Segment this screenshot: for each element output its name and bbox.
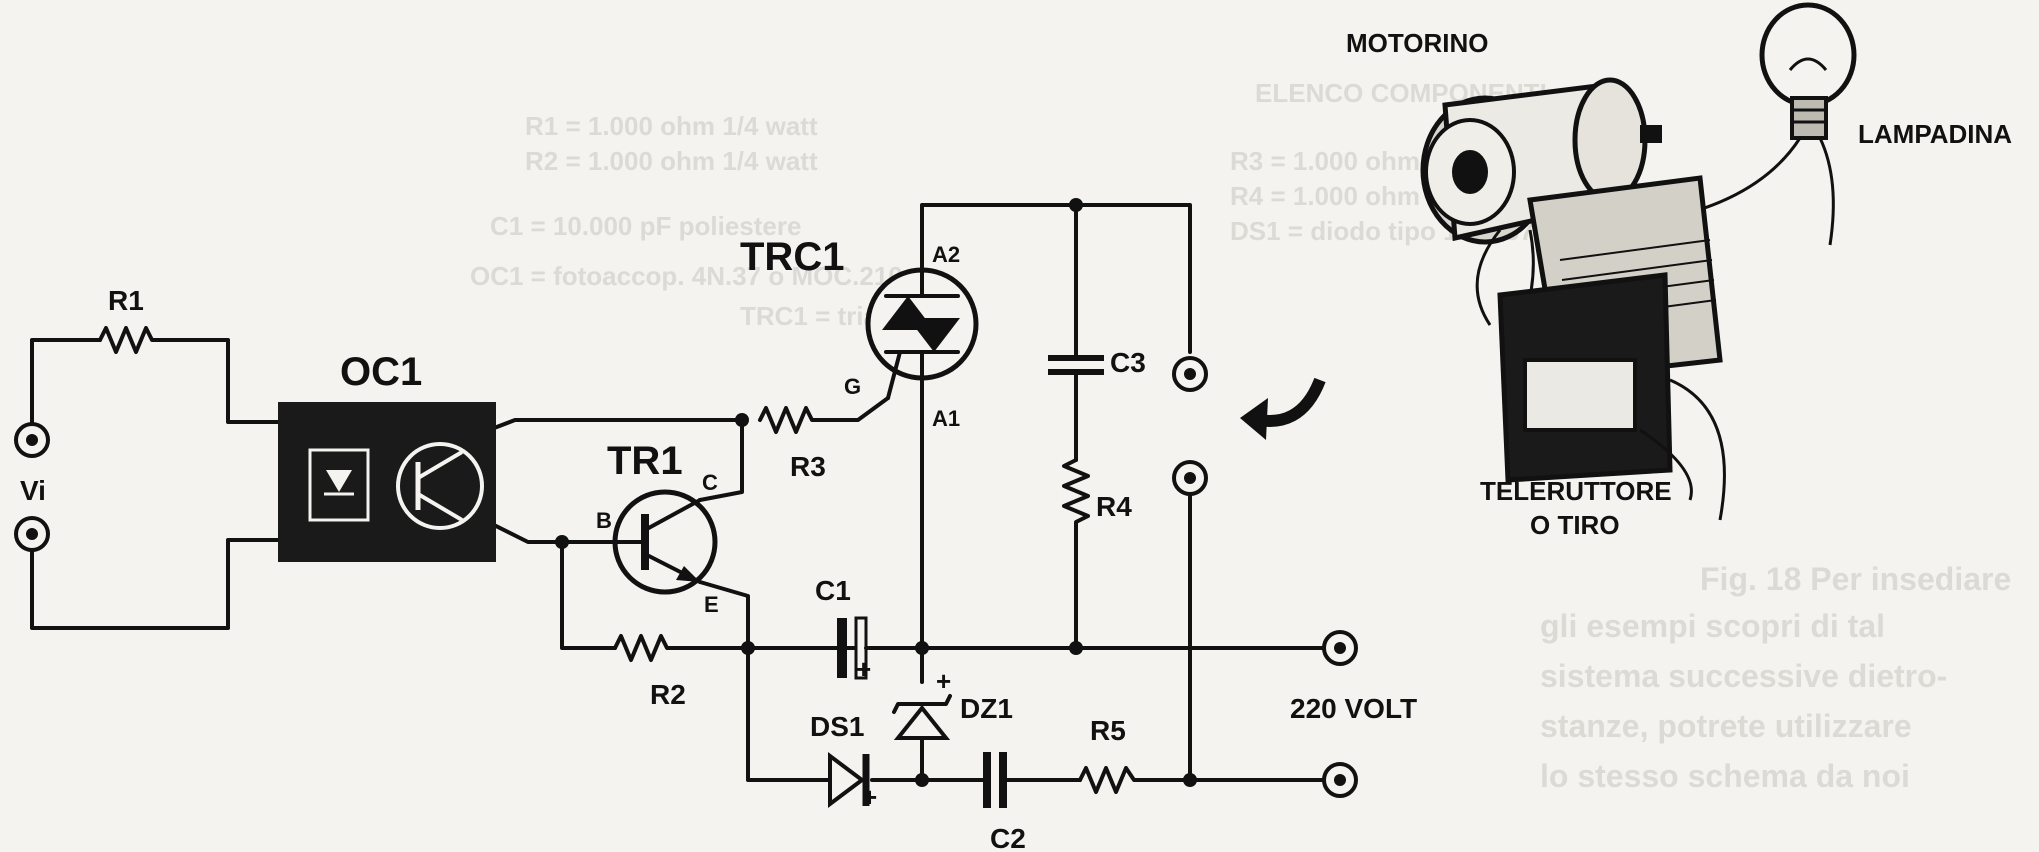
- capacitor-c2: [983, 752, 1007, 808]
- triac-trc1: [865, 267, 979, 400]
- label-c2: C2: [990, 823, 1026, 852]
- junction-dot: [1069, 198, 1083, 212]
- bleed-through-text: ELENCO COMPONENTI R1 = 1.000 ohm 1/4 wat…: [470, 78, 2011, 794]
- bleed-line-9: Fig. 18 Per insediare: [1700, 561, 2011, 597]
- label-r2: R2: [650, 679, 686, 710]
- wire-vi-top: [30, 338, 102, 426]
- bleed-line-2: R2 = 1.000 ohm 1/4 watt: [525, 146, 818, 176]
- label-oc1: OC1: [340, 350, 422, 394]
- wire-oc1-r3: [466, 418, 744, 440]
- label-r1: R1: [108, 285, 144, 316]
- label-pin-g: G: [844, 374, 861, 399]
- capacitor-c1: [820, 616, 874, 680]
- label-pin-b: B: [596, 508, 612, 533]
- arrow-to-load: [1240, 377, 1326, 440]
- junction-dot: [735, 413, 749, 427]
- terminal-220v-top: [1322, 630, 1358, 666]
- wire-top-rail: [920, 203, 1192, 354]
- resistor-r4: [1062, 458, 1090, 530]
- wire-tr1-collector: [698, 418, 744, 502]
- label-c3: C3: [1110, 347, 1146, 378]
- label-tr1: TR1: [607, 439, 683, 483]
- zener-dz1: [892, 694, 952, 740]
- bleed-line-1: R1 = 1.000 ohm 1/4 watt: [525, 111, 818, 141]
- terminals: [14, 356, 1358, 798]
- bleed-line-11: sistema successive dietro-: [1540, 658, 1947, 694]
- label-teleruttore: TELERUTTORE: [1480, 476, 1672, 506]
- bleed-line-12: stanze, potrete utilizzare: [1540, 708, 1912, 744]
- wire-vi-bottom: [30, 538, 280, 630]
- label-220-volt: 220 VOLT: [1290, 693, 1417, 724]
- label-ds1-plus: +: [862, 782, 877, 812]
- terminal-vi-bottom: [14, 516, 50, 552]
- wiring: [30, 203, 1327, 782]
- label-dz1-plus: +: [936, 666, 951, 696]
- junctions: [555, 198, 1197, 787]
- wire-base-r2: [560, 540, 617, 650]
- label-motorino: MOTORINO: [1346, 28, 1489, 58]
- diode-ds1: [828, 752, 870, 808]
- junction-dot: [915, 773, 929, 787]
- relay-illustration: [1497, 175, 1726, 521]
- bleed-line-5: C1 = 10.000 pF poliestere: [490, 211, 801, 241]
- wire-r3-gate: [813, 396, 890, 422]
- label-o-tiro: O TIRO: [1530, 510, 1620, 540]
- label-lampadina: LAMPADINA: [1858, 119, 2012, 149]
- resistor-r5: [1078, 766, 1144, 794]
- label-c1: C1: [815, 575, 851, 606]
- junction-dot: [555, 535, 569, 549]
- bleed-line-7: OC1 = fotoaccop. 4N.37 o MOC.210: [470, 261, 903, 291]
- optocoupler-oc1: [278, 402, 496, 562]
- junction-dot: [1069, 641, 1083, 655]
- capacitor-c3: [1048, 355, 1104, 375]
- label-pin-a1: A1: [932, 406, 960, 431]
- label-c1-plus: +: [856, 654, 871, 684]
- terminal-load-top: [1172, 356, 1208, 392]
- junction-dot: [741, 641, 755, 655]
- label-r4: R4: [1096, 491, 1132, 522]
- label-ds1: DS1: [810, 711, 864, 742]
- wire-r1-oc1: [156, 338, 280, 424]
- label-r3: R3: [790, 451, 826, 482]
- label-pin-a2: A2: [932, 242, 960, 267]
- resistor-r1: [98, 326, 160, 354]
- resistor-r3: [758, 406, 817, 434]
- wire-emitter: [698, 580, 832, 782]
- label-trc1: TRC1: [740, 235, 844, 279]
- terminal-vi-top: [14, 422, 50, 458]
- label-dz1: DZ1: [960, 693, 1013, 724]
- junction-dot: [915, 641, 929, 655]
- wire-oc1-base: [466, 510, 607, 544]
- resistor-r2: [613, 634, 672, 662]
- junction-dot: [1183, 773, 1197, 787]
- terminal-load-bottom: [1172, 460, 1208, 496]
- bleed-line-13: lo stesso schema da noi: [1540, 758, 1910, 794]
- label-pin-c: C: [702, 470, 718, 495]
- label-r5: R5: [1090, 715, 1126, 746]
- labels: R1 OC1 TR1 TRC1 R3 R2 R4 R5 C3 C1 C2 DS1…: [20, 28, 2012, 852]
- label-pin-e: E: [704, 592, 719, 617]
- label-vi: Vi: [20, 475, 46, 506]
- transistor-tr1: [603, 489, 718, 595]
- bleed-line-10: gli esempi scopri di tal: [1540, 608, 1885, 644]
- terminal-220v-bottom: [1322, 762, 1358, 798]
